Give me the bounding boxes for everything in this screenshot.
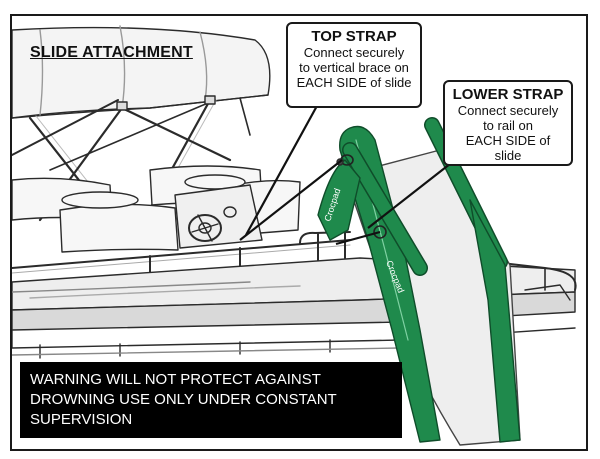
lower-strap-callout: LOWER STRAP Connect securely to rail on … xyxy=(443,80,573,166)
diagram-border xyxy=(10,14,588,451)
lower-strap-instructions: Connect securely to rail on EACH SIDE of… xyxy=(457,103,559,163)
deck-railing xyxy=(12,231,351,279)
pointer-lines xyxy=(239,103,456,246)
warning-banner: WARNING WILL NOT PROTECT AGAINST DROWNIN… xyxy=(20,362,402,438)
bimini-top xyxy=(12,25,271,247)
top-strap-pointer xyxy=(245,103,319,236)
console xyxy=(174,184,263,249)
inflatable-slide xyxy=(317,117,521,446)
top-strap-heading: TOP STRAP xyxy=(311,28,397,45)
lower-strap-pointer xyxy=(335,230,381,246)
diagram-title: SLIDE ATTACHMENT xyxy=(30,44,193,61)
boat-seating xyxy=(12,165,301,253)
top-strap-pointer xyxy=(239,159,343,241)
top-strap-instructions: Connect securely to vertical brace on EA… xyxy=(296,45,412,90)
lower-strap-heading: LOWER STRAP xyxy=(452,86,564,103)
lower-strap-pointer xyxy=(367,159,456,229)
top-strap-callout: TOP STRAP Connect securely to vertical b… xyxy=(286,22,422,108)
